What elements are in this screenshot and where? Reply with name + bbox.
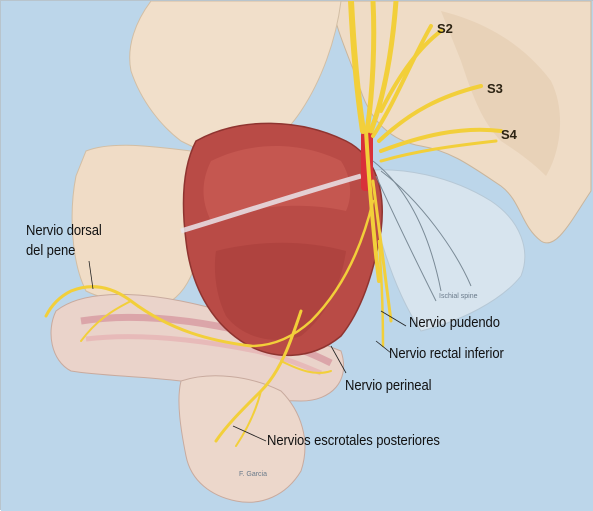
segment-label-s2: S2	[437, 21, 453, 36]
label-nervio-dorsal-line2: del pene	[26, 243, 75, 259]
segment-label-s4: S4	[501, 127, 517, 142]
label-nervio-pudendo: Nervio pudendo	[409, 315, 500, 331]
label-nervios-escrotales: Nervios escrotales posteriores	[267, 433, 440, 449]
label-nervio-rectal-inferior: Nervio rectal inferior	[389, 346, 504, 362]
ischial-spine-label: Ischial spine	[439, 293, 478, 300]
label-nervio-perineal: Nervio perineal	[345, 378, 431, 394]
artist-signature: F. Garcia	[239, 471, 267, 478]
segment-label-s3: S3	[487, 81, 503, 96]
label-nervio-dorsal-line1: Nervio dorsal	[26, 223, 102, 239]
